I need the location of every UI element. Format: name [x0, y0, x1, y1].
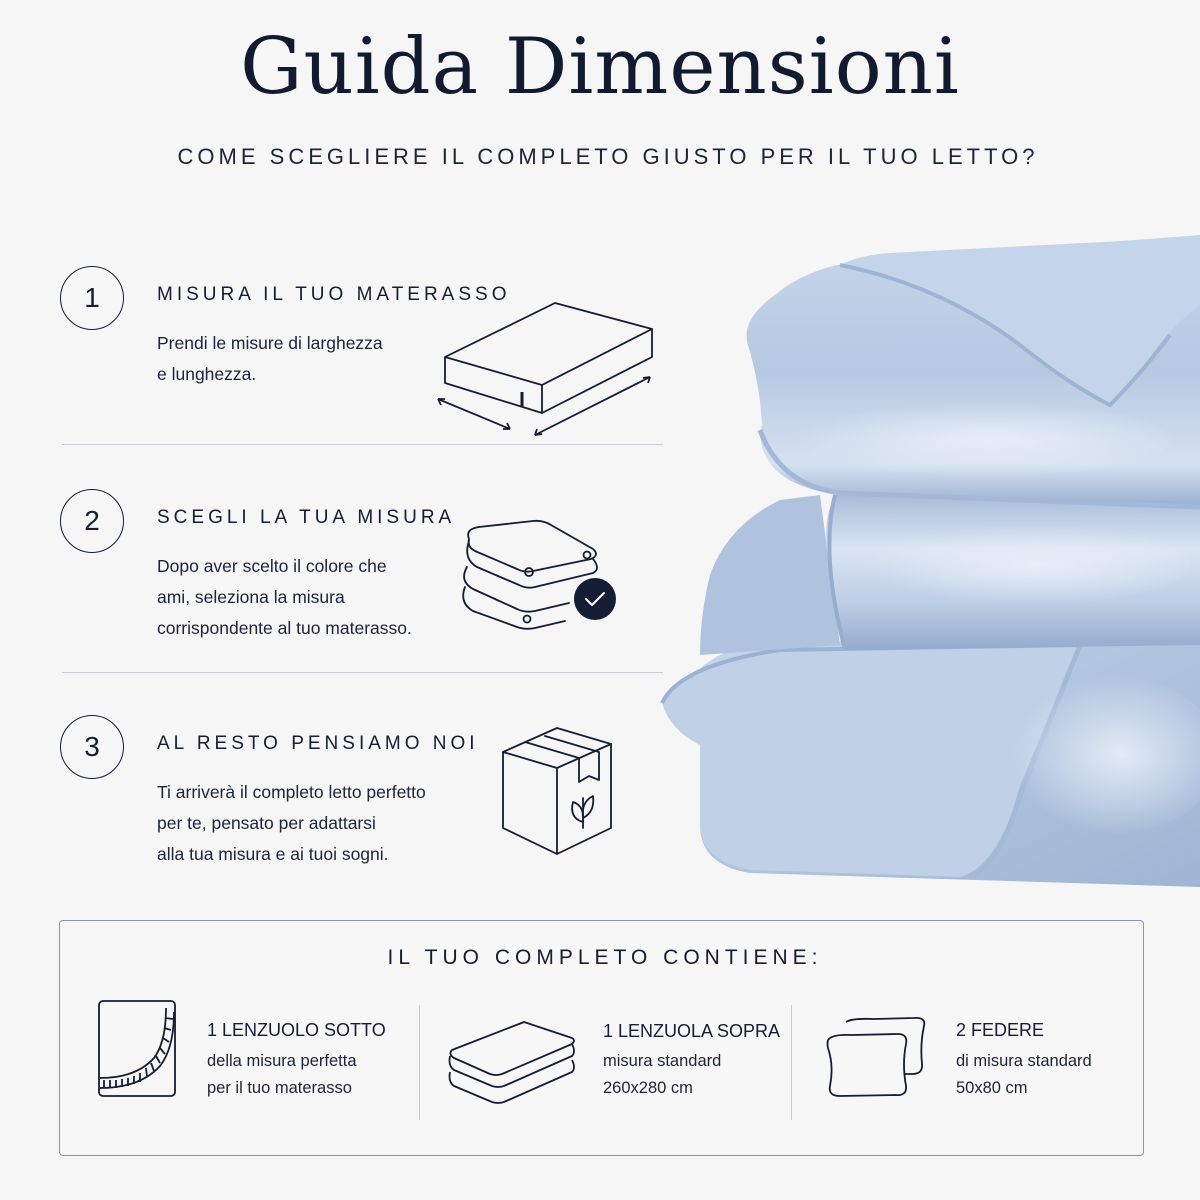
- page-title: Guida Dimensioni: [240, 22, 960, 112]
- vertical-divider: [791, 1005, 792, 1120]
- divider: [62, 444, 663, 445]
- step-title: MISURA IL TUO MATERASSO: [157, 284, 511, 305]
- contents-box: [59, 920, 1144, 1156]
- folded-sheets-check-icon: [462, 519, 616, 630]
- step-number: 1: [60, 266, 124, 330]
- contents-item-title: 1 LENZUOLO SOTTO: [207, 1020, 386, 1040]
- page-subtitle: COME SCEGLIERE IL COMPLETO GIUSTO PER IL…: [177, 144, 1039, 169]
- contents-item-line: della misura perfetta: [207, 1052, 357, 1070]
- step-description: Dopo aver scelto il colore che ami, sele…: [157, 556, 412, 638]
- contents-item-line: di misura standard: [956, 1052, 1092, 1070]
- step-description: Ti arriverà il completo letto perfetto p…: [157, 782, 426, 864]
- mattress-measure-icon: [437, 302, 653, 436]
- product-sheets-image: [660, 235, 1200, 887]
- vertical-divider: [419, 1005, 420, 1120]
- pillowcases-icon: [826, 1017, 926, 1097]
- contents-item-line: 260x280 cm: [603, 1079, 693, 1097]
- step-title: AL RESTO PENSIAMO NOI: [157, 733, 479, 754]
- contents-item-line: misura standard: [603, 1052, 722, 1070]
- contents-item-title: 1 LENZUOLA SOPRA: [603, 1021, 781, 1041]
- eco-box-icon: [502, 727, 612, 855]
- contents-item-line: per il tuo materasso: [207, 1079, 352, 1097]
- contents-item-title: 2 FEDERE: [956, 1020, 1045, 1040]
- step-description: Prendi le misure di larghezza e lunghezz…: [157, 333, 383, 384]
- step-title: SCEGLI LA TUA MISURA: [157, 507, 456, 528]
- fitted-sheet-icon: [98, 1000, 176, 1097]
- check-icon: [574, 578, 616, 620]
- step-number: 3: [60, 715, 124, 779]
- divider: [62, 672, 663, 673]
- flat-sheet-icon: [448, 1021, 575, 1104]
- contents-title: IL TUO COMPLETO CONTIENE:: [387, 946, 823, 969]
- contents-item-line: 50x80 cm: [956, 1079, 1028, 1097]
- step-number: 2: [60, 489, 124, 553]
